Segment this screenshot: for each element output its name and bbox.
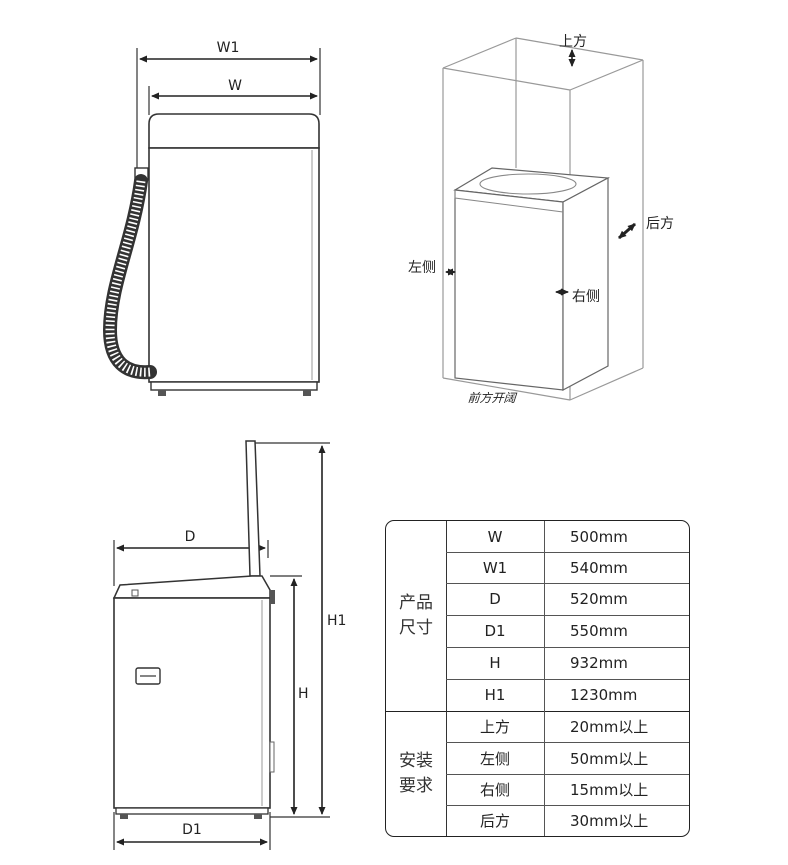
spec-key: W1 xyxy=(446,552,545,583)
spec-key: 后方 xyxy=(446,805,545,836)
spec-row-h1: H1 1230mm xyxy=(446,679,689,711)
side-view: D D1 H H1 xyxy=(112,440,346,850)
spec-key: 上方 xyxy=(446,711,545,742)
spec-value: 15mm以上 xyxy=(570,781,649,799)
front-view: W1 W xyxy=(102,40,321,396)
washer-body-front xyxy=(148,147,320,383)
spec-key: H1 xyxy=(446,679,545,711)
dimension-h-label: H xyxy=(298,686,309,702)
spec-row-h: H 932mm xyxy=(446,647,689,680)
spec-value: 50mm以上 xyxy=(570,749,649,768)
washer-base-front xyxy=(150,381,318,391)
spec-value: 932mm xyxy=(570,654,628,672)
install-requirement-group: 安装 要求 上方 20mm以上 左侧 50mm以上 右侧 15mm以上 后方 3… xyxy=(386,711,689,836)
spec-row-right: 右侧 15mm以上 xyxy=(446,774,689,806)
spec-row-top: 上方 20mm以上 xyxy=(446,711,689,743)
spec-key: 左侧 xyxy=(446,742,545,774)
install-requirement-label-line1: 安装 xyxy=(399,750,433,771)
washer-lid-front xyxy=(148,113,320,149)
spec-table: 产品 尺寸 W 500mm W1 540mm D 520mm D1 550mm … xyxy=(385,520,690,837)
spec-key: W xyxy=(446,521,545,552)
spec-row-w1: W1 540mm xyxy=(446,552,689,584)
clearance-view: 上方 后方 左侧 右侧 前方开阔 xyxy=(408,34,674,405)
dimension-d1-label: D1 xyxy=(182,822,202,838)
spec-value: 540mm xyxy=(570,558,628,577)
product-size-group: 产品 尺寸 W 500mm W1 540mm D 520mm D1 550mm … xyxy=(386,521,689,712)
spec-row-d1: D1 550mm xyxy=(446,615,689,648)
spec-value: 1230mm xyxy=(570,686,638,704)
clearance-left-label: 左侧 xyxy=(408,260,436,276)
product-size-label: 产品 尺寸 xyxy=(386,521,447,711)
spec-value: 520mm xyxy=(570,590,628,608)
clearance-right-label: 右侧 xyxy=(572,289,600,305)
clearance-front-label: 前方开阔 xyxy=(466,390,519,405)
spec-value: 20mm以上 xyxy=(570,718,649,736)
product-size-label-line2: 尺寸 xyxy=(399,618,433,638)
drain-hose xyxy=(102,174,157,380)
spec-row-back: 后方 30mm以上 xyxy=(446,805,689,836)
spec-row-left: 左侧 50mm以上 xyxy=(446,742,689,775)
dimension-w-label: W xyxy=(228,78,242,94)
install-requirement-label: 安装 要求 xyxy=(386,711,447,836)
spec-row-w: W 500mm xyxy=(446,521,689,553)
washer-body-side xyxy=(113,597,271,809)
install-requirement-label-line2: 要求 xyxy=(399,775,433,796)
spec-key: 右侧 xyxy=(446,774,545,805)
dimension-h1-label: H1 xyxy=(327,613,346,629)
product-size-label-line1: 产品 xyxy=(399,593,433,613)
spec-row-d: D 520mm xyxy=(446,583,689,616)
spec-key: D xyxy=(446,583,545,615)
spec-key: D1 xyxy=(446,615,545,647)
spec-value: 30mm以上 xyxy=(570,812,649,830)
washer-lid-open xyxy=(245,440,261,577)
clearance-top-label: 上方 xyxy=(559,34,587,50)
spec-value: 550mm xyxy=(570,622,628,640)
dimension-w1-label: W1 xyxy=(217,40,240,56)
spec-key: H xyxy=(446,647,545,679)
dimension-d-label: D xyxy=(185,529,196,545)
spec-value: 500mm xyxy=(570,527,628,546)
clearance-back-label: 后方 xyxy=(646,216,674,232)
